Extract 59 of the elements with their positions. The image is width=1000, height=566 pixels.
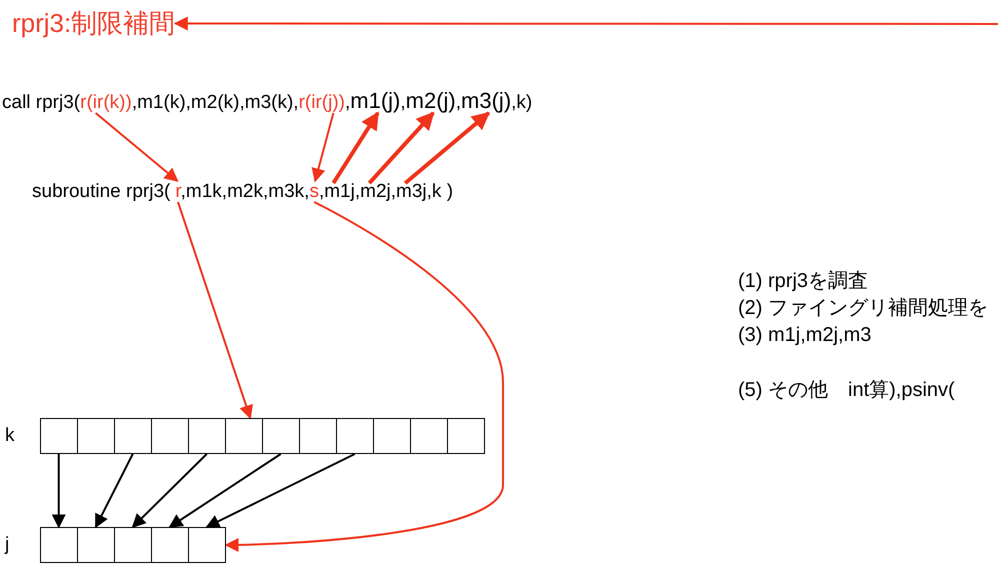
arrow — [174, 16, 998, 30]
arrow — [52, 454, 66, 528]
arrow — [404, 111, 490, 185]
arrow — [312, 112, 334, 182]
code-text: , — [354, 181, 360, 202]
argument-text: r(ir(k)) — [80, 92, 132, 113]
argument-text: m1(j) — [350, 88, 400, 113]
argument-text: m1j — [324, 181, 355, 202]
code-text: , — [344, 92, 350, 113]
note-text: (1) rprj3を調査 — [738, 269, 870, 294]
code-text: ,m1k,m2k,m3k, — [180, 181, 310, 202]
array-cell — [446, 418, 485, 454]
array-cell — [188, 527, 226, 563]
array-cell — [336, 418, 374, 454]
array-cell — [76, 418, 115, 454]
array-cell — [410, 418, 448, 454]
arrow — [332, 111, 380, 184]
argument-text: m3(j) — [461, 88, 512, 113]
code-text: , — [400, 92, 406, 113]
array-cell — [150, 527, 189, 563]
code-text: ,k ) — [426, 181, 454, 202]
arrow — [224, 201, 504, 552]
arrow — [95, 112, 179, 182]
array-cell — [114, 527, 152, 563]
array-cell — [372, 418, 411, 454]
code-text: , — [390, 181, 396, 202]
argument-text: m2j — [360, 181, 391, 202]
argument-text: s — [309, 181, 319, 202]
array-cell — [224, 418, 263, 454]
arrow — [94, 454, 134, 528]
array-cell — [262, 418, 300, 454]
title-text: rprj3:制限補間 — [12, 6, 176, 41]
argument-text: m2(j) — [406, 88, 456, 113]
array-label: k — [5, 425, 16, 447]
note-text: (5) その他 int算),psinv( — [738, 378, 956, 403]
array-cell — [188, 418, 226, 454]
code-text: , — [456, 92, 462, 113]
argument-text: r — [175, 181, 181, 202]
array-label: j — [5, 534, 10, 556]
code-text: subroutine rprj3( — [32, 181, 170, 202]
array-cell — [298, 418, 337, 454]
code-text: ,k) — [511, 92, 532, 113]
array-cell — [40, 418, 78, 454]
array-cell — [150, 418, 189, 454]
arrow — [132, 453, 208, 528]
arrow — [368, 112, 435, 184]
arrow — [206, 453, 356, 528]
argument-text: r(ir(j)) — [298, 92, 345, 113]
arrow — [168, 453, 282, 528]
note-text: (2) ファイングリ補間処理を — [738, 296, 989, 321]
code-text: call rprj3( — [2, 92, 80, 113]
arrow — [177, 202, 253, 420]
argument-text: m3j — [396, 181, 427, 202]
note-text: (3) m1j,m2j,m3 — [738, 323, 872, 348]
array-cell — [40, 527, 78, 563]
code-text: , — [318, 181, 324, 202]
array-cell — [76, 527, 115, 563]
array-cell — [114, 418, 152, 454]
code-text: ,m1(k),m2(k),m3(k), — [132, 92, 299, 113]
